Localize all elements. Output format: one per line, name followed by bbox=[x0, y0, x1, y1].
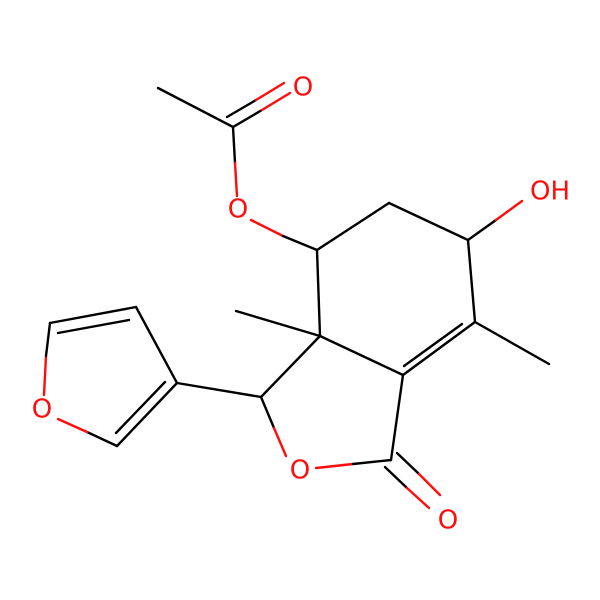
atom-o-lactone-carbonyl: O bbox=[438, 506, 458, 536]
bond-methyl-carbonyl bbox=[156, 86, 235, 129]
bond-furan-o-c5 bbox=[44, 321, 52, 358]
bond-c1-o-ring bbox=[259, 395, 276, 430]
bond-c5-c6 bbox=[387, 201, 470, 242]
atom-o-lactone-ring: O bbox=[290, 456, 310, 486]
atom-o-ester: O bbox=[228, 195, 248, 225]
bond-carbonyl-double-b-o bbox=[254, 81, 286, 102]
bond-carbonyl-double-a-o bbox=[260, 91, 292, 112]
bond-c3a-c1 bbox=[259, 334, 322, 399]
bond-furan-c5-c4-inner bbox=[56, 318, 131, 335]
bond-c3a-c4 bbox=[315, 248, 322, 338]
bond-furan-o-c5-red bbox=[42, 354, 48, 397]
bond-c6-oh bbox=[466, 218, 498, 242]
bond-c7-c7a-double bbox=[401, 320, 477, 377]
bond-carbonyl-double-b bbox=[225, 98, 258, 119]
atom-o-carbonyl-top: O bbox=[293, 73, 313, 103]
bond-ester-o-ring bbox=[281, 234, 319, 252]
bond-ester-o-ring-red bbox=[249, 218, 285, 238]
bond-furan-c4-c3 bbox=[134, 305, 179, 385]
bond-carbonyl-ester-o bbox=[231, 125, 237, 165]
bond-furan-c3-c2 bbox=[115, 381, 179, 448]
bond-c7-c7a-double-inner bbox=[402, 322, 464, 368]
bond-carbonyl-double-a bbox=[231, 108, 264, 129]
bond-furan-c5-c4 bbox=[48, 305, 138, 325]
atom-oh: OH bbox=[530, 177, 570, 207]
bond-lactone-co-b-red bbox=[417, 472, 442, 497]
bond-furan-c2-o-red bbox=[56, 417, 89, 434]
bond-carbonyl-ester-o-red bbox=[233, 161, 239, 198]
bond-c6-c7 bbox=[466, 238, 477, 324]
bond-furan-c2-o bbox=[85, 430, 119, 448]
bond-c6-oh-red bbox=[494, 199, 524, 222]
bond-lactone-co-a bbox=[383, 465, 409, 490]
bond-c1-furan bbox=[175, 381, 263, 399]
bond-c3-c7a bbox=[389, 373, 405, 462]
atom-o-furan: O bbox=[32, 395, 52, 425]
bond-c4-c5 bbox=[315, 201, 391, 252]
bond-c7-methyl bbox=[473, 320, 551, 366]
bond-c3a-methyl bbox=[234, 309, 322, 338]
bond-lactone-co-b bbox=[395, 451, 421, 476]
bond-c1-o-ring-red bbox=[272, 426, 288, 458]
bond-o-ring-c3-red bbox=[314, 462, 355, 470]
bond-c7a-c3a bbox=[318, 334, 405, 377]
bond-furan-c3-c2-inner bbox=[114, 380, 167, 435]
bond-o-ring-c3 bbox=[351, 458, 393, 466]
bond-lactone-co-a-red bbox=[405, 486, 431, 510]
